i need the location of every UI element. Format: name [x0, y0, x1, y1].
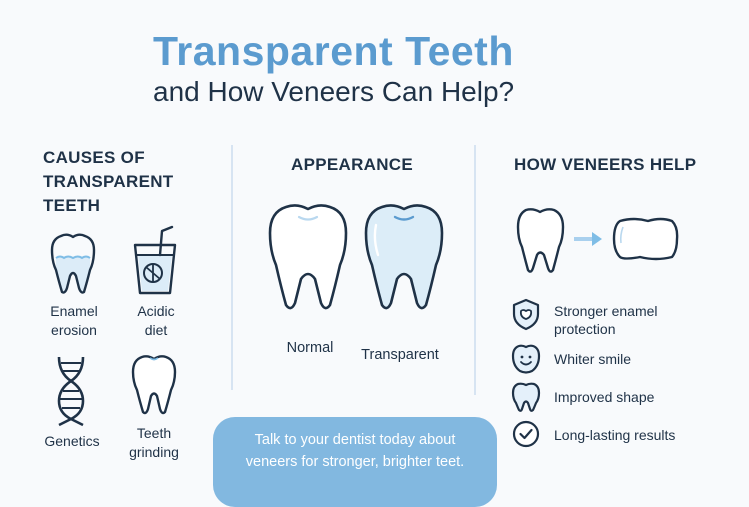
shield-icon: [512, 298, 540, 331]
tooth-icon: [131, 355, 177, 415]
cta-banner: Talk to your dentist today about veneers…: [213, 417, 497, 507]
veneers-heading: HOW VENEERS HELP: [514, 155, 697, 174]
normal-tooth-icon: [268, 204, 348, 310]
benefit-label: Whiter smile: [554, 351, 632, 367]
benefit-label: Improved shape: [554, 389, 655, 405]
acidic-drink-icon: [133, 225, 177, 295]
transparent-tooth-icon: [364, 204, 444, 310]
cause-label-genetics: Genetics: [44, 433, 100, 449]
cause-acidic-diet: [130, 225, 180, 295]
benefit-label: Stronger enamel protection: [554, 303, 658, 337]
veneer-shell-icon: [612, 217, 679, 261]
cause-label-acidic-diet: Acidic diet: [137, 303, 175, 338]
appearance-heading: APPEARANCE: [291, 155, 414, 174]
column-divider-left: [231, 145, 233, 390]
cause-enamel-erosion: [40, 230, 106, 296]
appearance-normal: [266, 203, 350, 313]
cause-label-teeth-grinding: Teeth grinding: [129, 425, 179, 460]
cause-genetics: [53, 355, 89, 427]
tooth-erosion-icon: [50, 233, 96, 294]
cause-teeth-grinding: [130, 354, 178, 416]
dna-icon: [57, 356, 85, 427]
column-divider-right: [474, 145, 476, 395]
cause-label-enamel-erosion: Enamel erosion: [50, 303, 98, 338]
appearance-label-transparent: Transparent: [361, 347, 439, 363]
page-title: Transparent Teeth: [153, 28, 514, 74]
page-subtitle: and How Veneers Can Help?: [153, 76, 515, 107]
tooth-before-icon: [516, 208, 565, 273]
appearance-transparent: [362, 203, 446, 313]
tooth-outline-icon: [511, 382, 541, 412]
smiling-tooth-icon: [511, 344, 541, 374]
benefit-label: Long-lasting results: [554, 427, 676, 443]
cta-text: Talk to your dentist today about veneers…: [245, 432, 465, 470]
veneer-illustration: [516, 207, 681, 277]
causes-heading: CAUSES OF TRANSPARENT TEETH: [43, 148, 174, 215]
appearance-label-normal: Normal: [286, 340, 334, 356]
arrow-right-icon: [574, 232, 602, 246]
check-circle-icon: [512, 420, 540, 448]
